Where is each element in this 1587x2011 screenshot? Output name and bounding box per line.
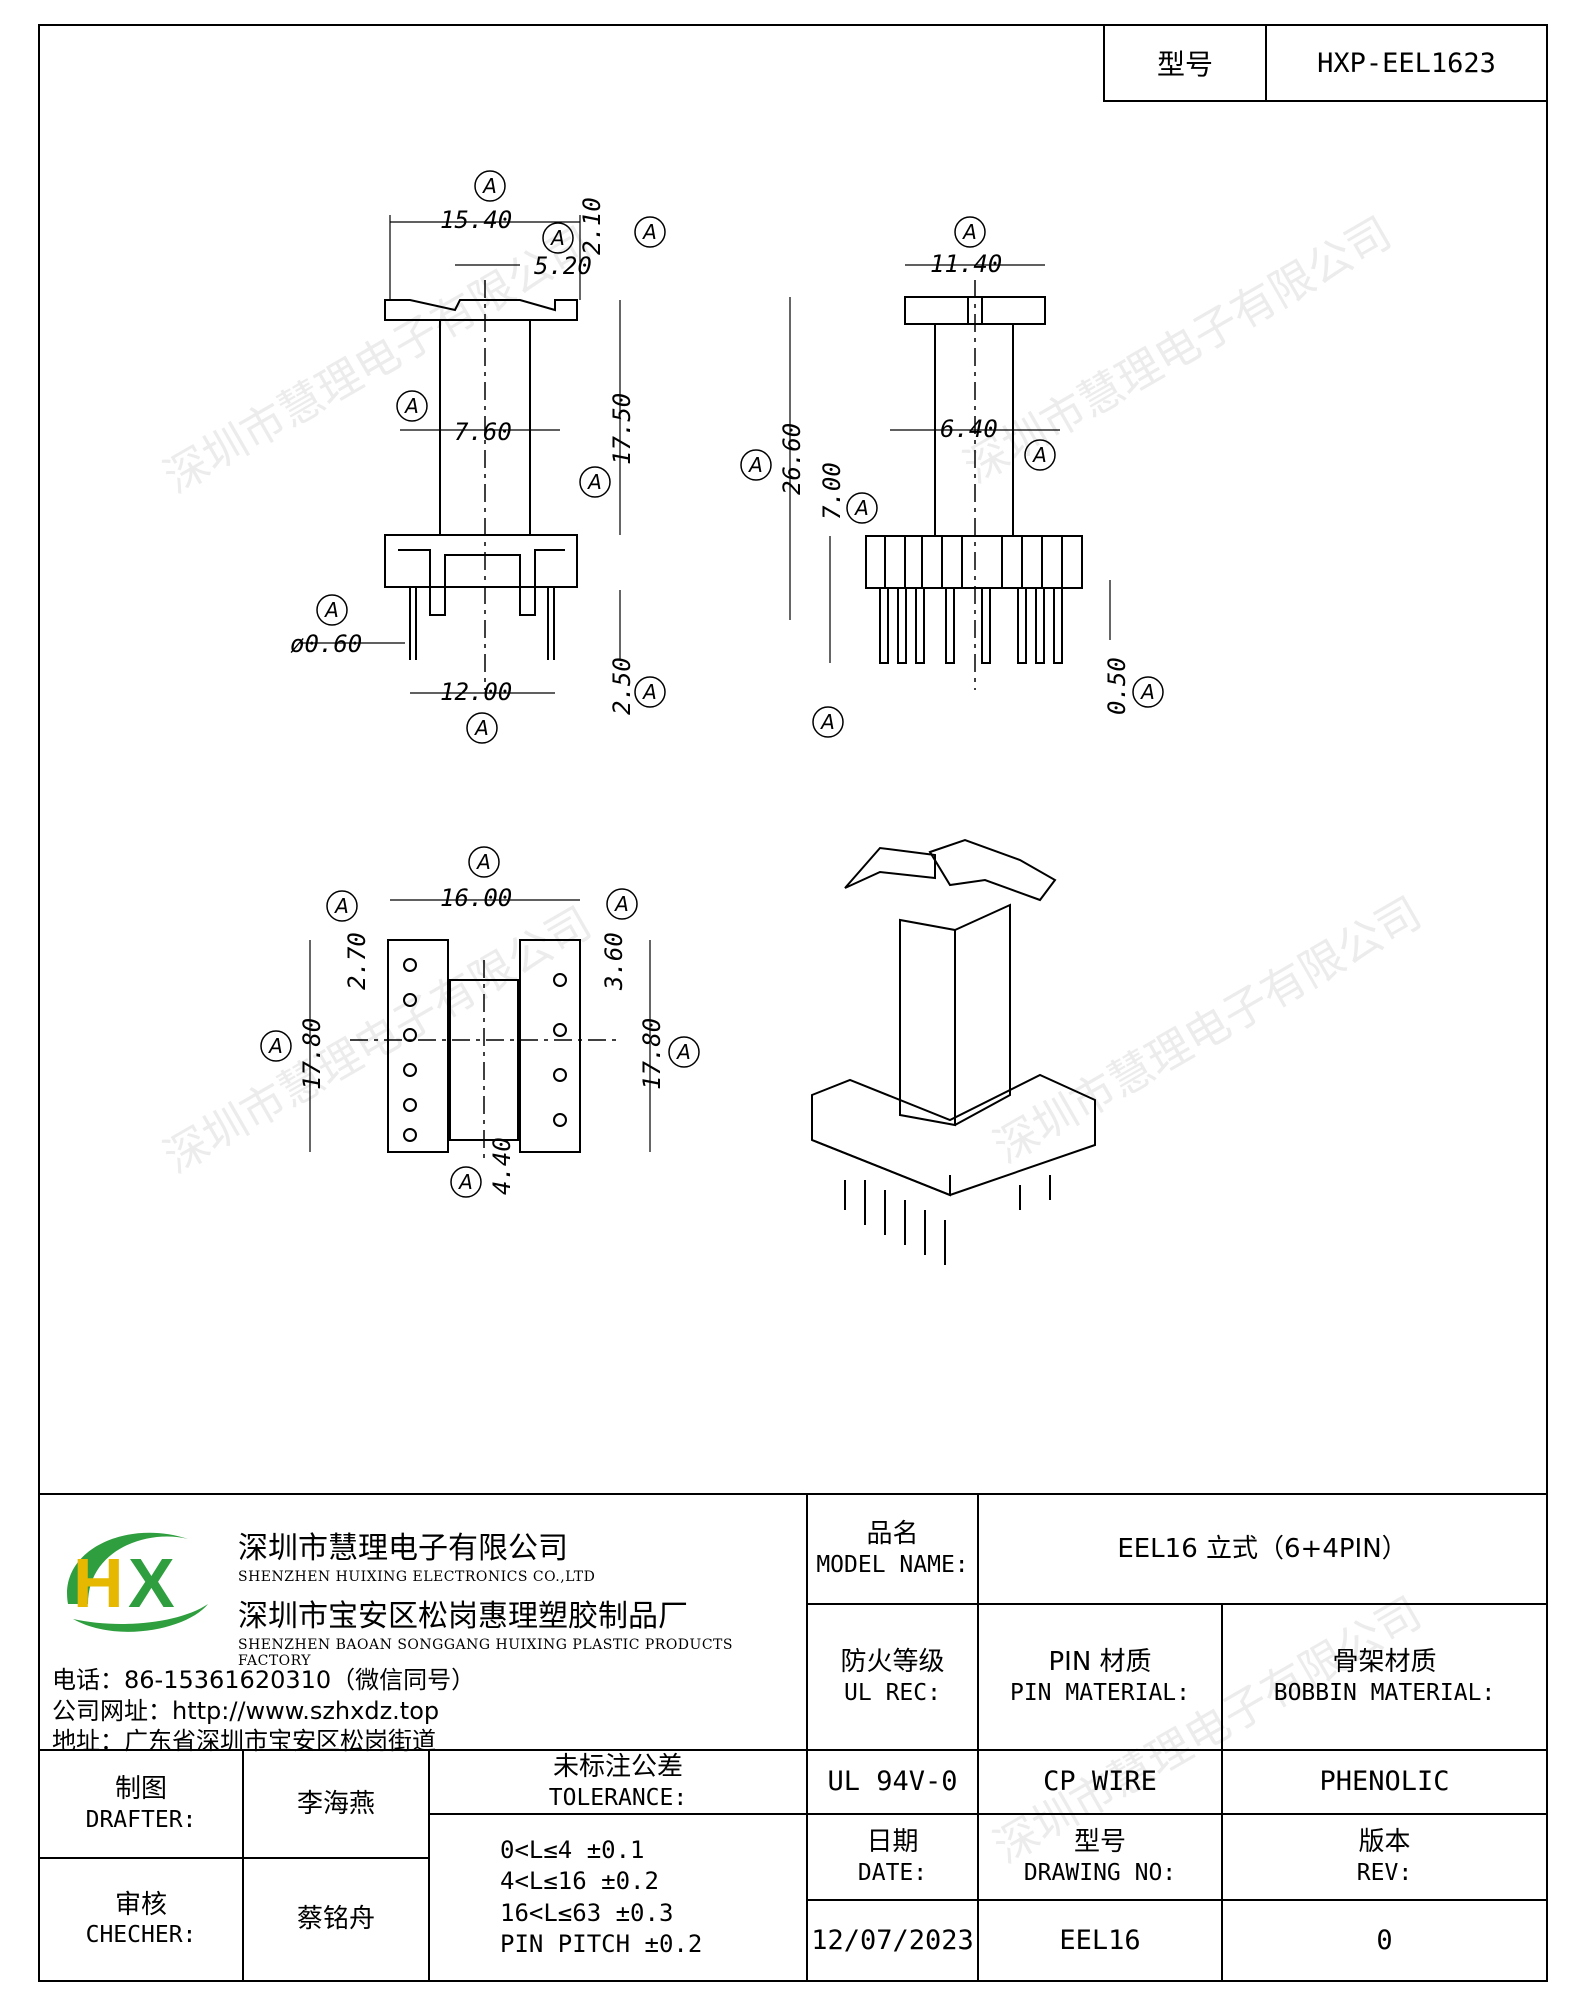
company-name-en: SHENZHEN HUIXING ELECTRONICS CO.,LTD xyxy=(238,1569,596,1585)
datum-marker: A xyxy=(747,453,763,477)
datum-marker: A xyxy=(475,850,491,874)
company-phone: 电话：86-15361620310（微信同号） xyxy=(52,1666,476,1694)
datum-marker: A xyxy=(323,598,339,622)
company-info: H X 深圳市慧理电子有限公司 SHENZHEN HUIXING ELECTRO… xyxy=(38,1493,808,1755)
datum-marker: A xyxy=(641,220,657,244)
title-block: H X 深圳市慧理电子有限公司 SHENZHEN HUIXING ELECTRO… xyxy=(38,1493,1548,1982)
factory-name-en: SHENZHEN BAOAN SONGGANG HUIXING PLASTIC … xyxy=(238,1637,733,1669)
date-label: 日期 DATE: xyxy=(806,1813,979,1901)
dim-front-top-width: 15.40 xyxy=(440,206,512,234)
isometric-view xyxy=(811,838,1096,1265)
model-label: 型号 xyxy=(1105,26,1267,100)
dim-side-top-width: 11.40 xyxy=(930,250,1002,278)
dim-front-slot-width: 5.20 xyxy=(534,252,592,280)
datum-marker: A xyxy=(481,174,497,198)
drafter-name: 李海燕 xyxy=(242,1749,430,1859)
tolerance-row: PIN PITCH ±0.2 xyxy=(500,1929,703,1958)
fire-rating-label: 防火等级 UL REC: xyxy=(806,1603,979,1751)
drawing-no-label: 型号 DRAWING NO: xyxy=(977,1813,1223,1901)
pin-material-value: CP WIRE xyxy=(977,1749,1223,1815)
model-value: HXP-EEL1623 xyxy=(1317,47,1496,79)
logo-h: H xyxy=(73,1544,124,1622)
tolerance-table: 0<L≤4 ±0.1 4<L≤16 ±0.2 16<L≤63 ±0.3 PIN … xyxy=(428,1813,808,1982)
dim-front-winding-height: 17.50 xyxy=(608,393,636,465)
hx-logo: H X xyxy=(67,1532,208,1632)
technical-drawing: 15.40 5.20 2.10 7.60 17.50 ø0.60 12.00 2… xyxy=(260,170,1164,1265)
drawing-no-value: EEL16 xyxy=(977,1899,1223,1982)
revision-value: 0 xyxy=(1221,1899,1548,1982)
datum-marker: A xyxy=(473,716,489,740)
model-name-value: EEL16 立式（6+4PIN） xyxy=(977,1493,1548,1605)
dim-side-total-height: 26.60 xyxy=(778,423,806,495)
dim-pin-length: 2.50 xyxy=(608,657,636,715)
dim-bottom-right-pitch: 3.60 xyxy=(600,932,628,991)
revision-label: 版本 REV: xyxy=(1221,1813,1548,1901)
datum-marker: A xyxy=(1031,443,1047,467)
dim-side-base-height: 7.00 xyxy=(818,462,846,520)
datum-marker: A xyxy=(403,394,419,418)
side-view xyxy=(789,264,1111,690)
factory-name-cn: 深圳市宝安区松岗惠理塑胶制品厂 xyxy=(238,1599,688,1634)
model-name-label: 品名 MODEL NAME: xyxy=(806,1493,979,1605)
dim-side-core-width: 6.40 xyxy=(940,415,998,443)
dim-pin-span: 12.00 xyxy=(440,678,512,706)
datum-marker: A xyxy=(641,680,657,704)
bottom-view xyxy=(309,899,651,1160)
checker-name: 蔡铭舟 xyxy=(242,1857,430,1982)
dim-bottom-right-height: 17.80 xyxy=(638,1018,666,1090)
fire-rating-value: UL 94V-0 xyxy=(806,1749,979,1815)
datum-marker: A xyxy=(853,496,869,520)
datum-marker: A xyxy=(586,470,602,494)
pin-material-label: PIN 材质 PIN MATERIAL: xyxy=(977,1603,1223,1751)
company-name-cn: 深圳市慧理电子有限公司 xyxy=(238,1531,568,1566)
tolerance-row: 4<L≤16 ±0.2 xyxy=(500,1867,659,1896)
model-number-box: 型号 HXP-EEL1623 xyxy=(1103,24,1548,102)
front-view xyxy=(300,215,621,694)
tolerance-row: 0<L≤4 ±0.1 xyxy=(500,1836,645,1865)
datum-marker: A xyxy=(819,710,835,734)
datum-marker: A xyxy=(613,892,629,916)
datum-marker: A xyxy=(267,1034,283,1058)
dim-bottom-left-pitch: 2.70 xyxy=(343,932,371,990)
company-website: 公司网址：http://www.szhxdz.top xyxy=(52,1697,440,1725)
datum-marker: A xyxy=(457,1170,473,1194)
dim-pin-diameter: ø0.60 xyxy=(290,630,362,658)
datum-marker: A xyxy=(675,1040,691,1064)
datum-marker: A xyxy=(333,894,349,918)
dim-bottom-width: 16.00 xyxy=(440,884,512,912)
datum-marker: A xyxy=(961,220,977,244)
dim-front-flange-thick: 2.10 xyxy=(578,197,606,255)
checker-label: 审核 CHECHER: xyxy=(38,1857,244,1982)
bobbin-material-value: PHENOLIC xyxy=(1221,1749,1548,1815)
datum-marker: A xyxy=(1139,680,1155,704)
logo-x: X xyxy=(128,1544,175,1622)
bobbin-material-label: 骨架材质 BOBBIN MATERIAL: xyxy=(1221,1603,1548,1751)
dim-bottom-center: 4.40 xyxy=(488,1137,516,1195)
tolerance-row: 16<L≤63 ±0.3 xyxy=(500,1898,674,1927)
date-value: 12/07/2023 xyxy=(806,1899,979,1982)
dim-front-core-width: 7.60 xyxy=(454,418,512,446)
dim-side-pin-offset: 0.50 xyxy=(1103,657,1131,715)
dim-bottom-left-height: 17.80 xyxy=(298,1018,326,1090)
drafter-label: 制图 DRAFTER: xyxy=(38,1749,244,1859)
datum-marker: A xyxy=(549,226,565,250)
tolerance-label: 未标注公差 TOLERANCE: xyxy=(428,1749,808,1815)
